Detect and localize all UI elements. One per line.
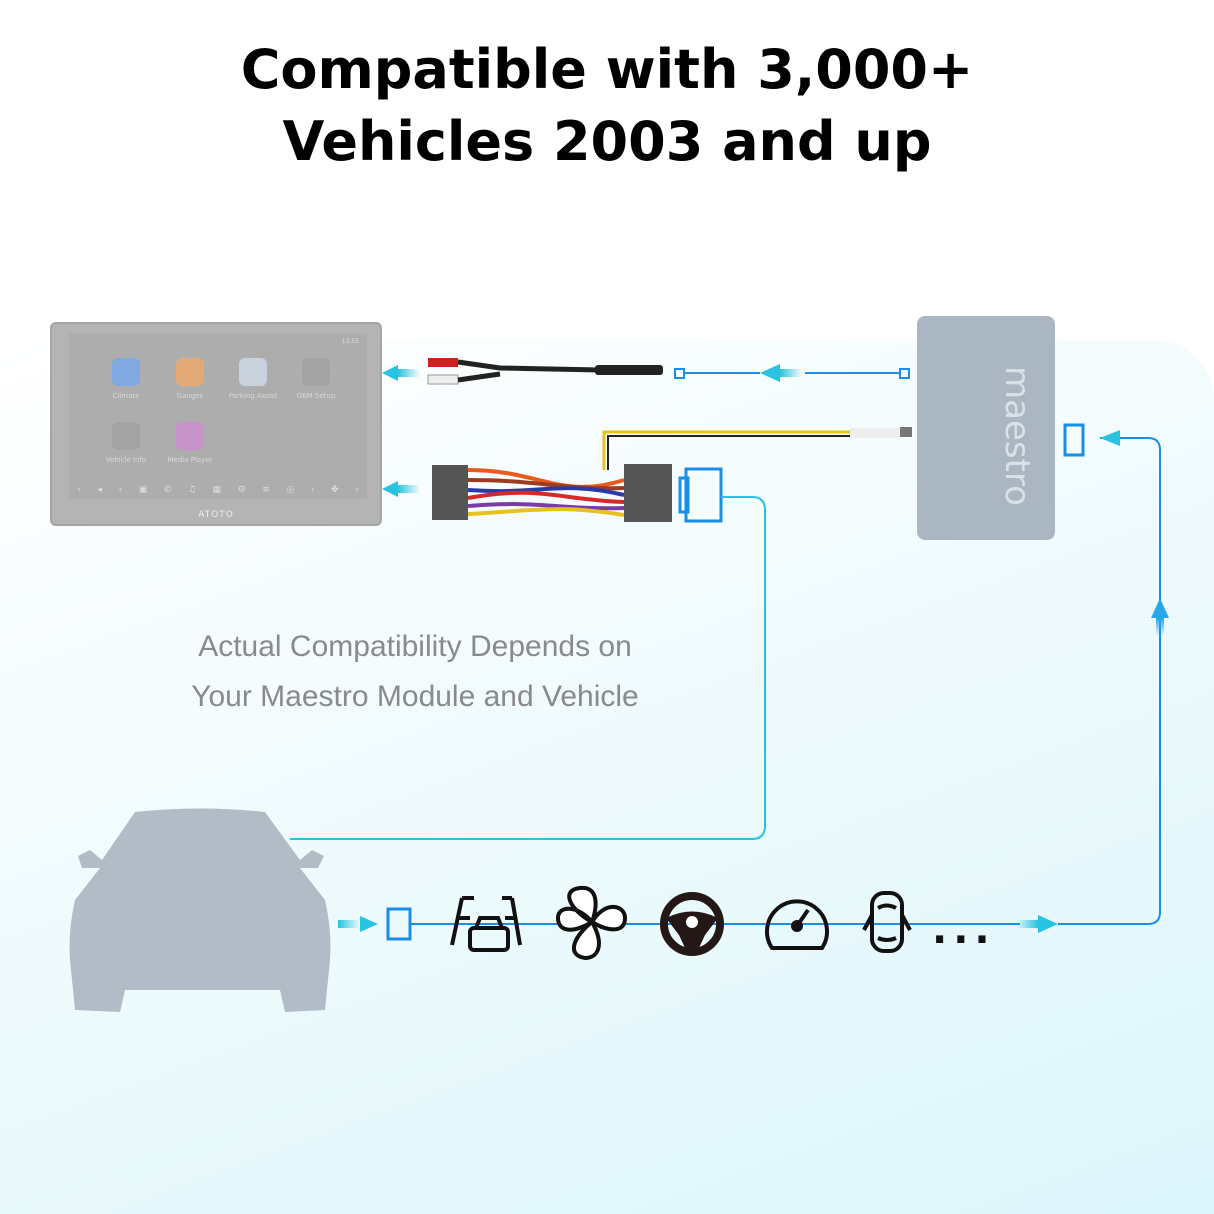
audio-connection-line: [674, 364, 910, 382]
harness-connection-line: [290, 496, 766, 840]
wiring-harness: [432, 427, 912, 523]
title-line-1: Compatible with 3,000+: [240, 38, 974, 101]
app-climate: Climate: [91, 358, 161, 400]
brand-logo: ATOTO: [198, 510, 234, 520]
app-vehicle-info: Vehicle Info: [91, 422, 161, 464]
note-line-1: Actual Compatibility Depends on: [198, 630, 632, 663]
status-time: 13:55: [341, 338, 359, 345]
arrow-left-icon: [382, 481, 420, 497]
arrow-left-icon: [382, 365, 420, 381]
gauge-icon: [176, 358, 204, 386]
more-features-ellipsis: ...: [932, 907, 996, 953]
app-oem-setup: OEM Setup: [281, 358, 351, 400]
app-parking-assist: Parking Assist: [218, 358, 288, 400]
dock-bar: ‹◂›▣✆♫▦⚙≡◎‹✤›: [77, 485, 359, 495]
media-icon: [176, 422, 204, 450]
app-gauges: Gauges: [155, 358, 225, 400]
head-unit: 13:55 Climate Gauges Parking Assist OEM …: [50, 322, 382, 526]
fan-icon: [112, 358, 140, 386]
page-title: Compatible with 3,000+ Vehicles 2003 and…: [0, 34, 1214, 178]
app-media-player: Media Player: [155, 422, 225, 464]
car-icon: [302, 358, 330, 386]
note-line-2: Your Maestro Module and Vehicle: [191, 680, 639, 713]
title-line-2: Vehicles 2003 and up: [282, 110, 932, 173]
compatibility-note: Actual Compatibility Depends on Your Mae…: [150, 622, 680, 722]
speedometer-icon: [765, 899, 829, 950]
car-info-icon: [112, 422, 140, 450]
rca-cable: [427, 358, 663, 385]
car-doors-icon: [862, 891, 912, 953]
fan-icon: [555, 885, 628, 961]
data-connection-line: [338, 423, 1169, 941]
head-unit-screen: 13:55 Climate Gauges Parking Assist OEM …: [69, 334, 367, 499]
maestro-module: maestro: [917, 316, 1055, 540]
steering-wheel-icon: [660, 892, 724, 956]
car-icon: [69, 808, 331, 1012]
parking-icon: [239, 358, 267, 386]
lane-assist-icon: [450, 896, 522, 952]
